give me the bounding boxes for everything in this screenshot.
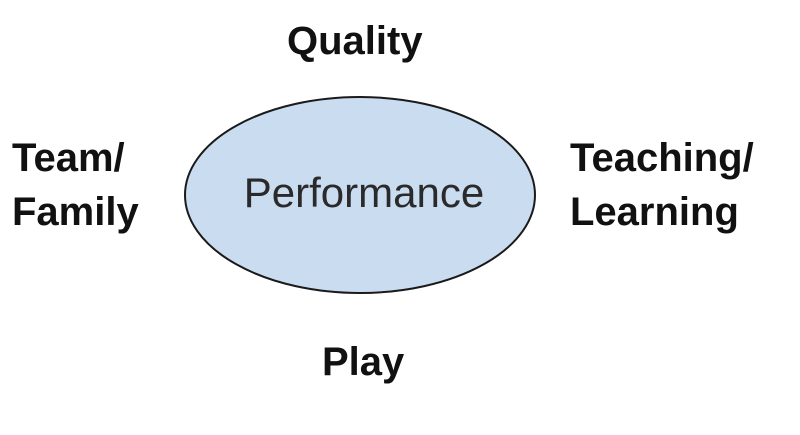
- play-label: Play: [322, 335, 404, 389]
- quality-text: Quality: [287, 19, 423, 63]
- learning-text: Learning: [570, 190, 739, 234]
- play-text: Play: [322, 340, 405, 384]
- team-text: Team/: [12, 136, 125, 180]
- teaching-text: Teaching/: [570, 136, 754, 180]
- teaching-learning-label: Teaching/ Learning: [570, 131, 754, 239]
- family-text: Family: [12, 190, 139, 234]
- performance-label: Performance: [244, 169, 484, 216]
- quality-label: Quality: [287, 14, 423, 68]
- performance-ellipse: [184, 96, 536, 294]
- team-family-label: Team/ Family: [12, 131, 139, 239]
